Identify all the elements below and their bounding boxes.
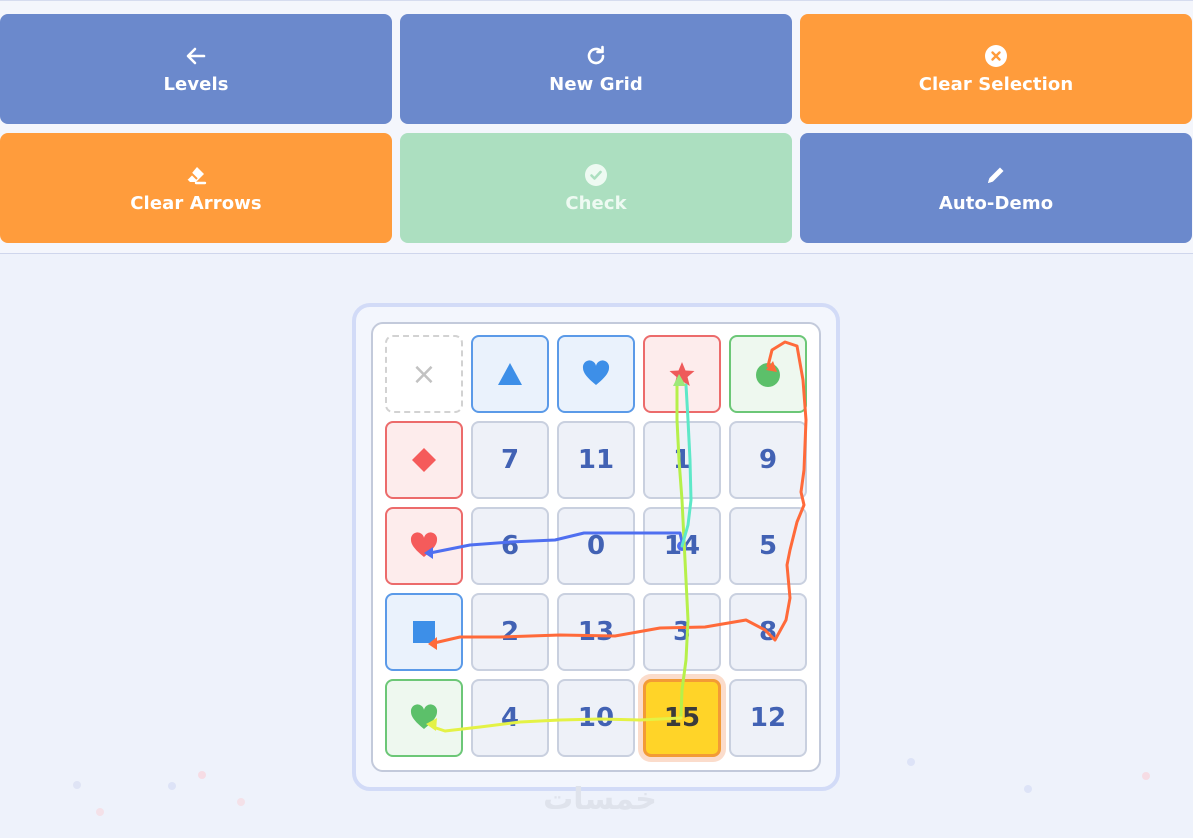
decor-dot: [1142, 772, 1150, 780]
number-cell-selected[interactable]: 15: [643, 679, 721, 757]
cell-number: 3: [672, 617, 692, 647]
number-cell[interactable]: 14: [643, 507, 721, 585]
circle-icon: [754, 360, 782, 388]
cell-number: 14: [663, 531, 701, 561]
check-label: Check: [565, 192, 627, 214]
cell-number: 12: [749, 703, 787, 733]
new-grid-label: New Grid: [549, 73, 643, 95]
symbol-cell-star-red[interactable]: [643, 335, 721, 413]
number-cell[interactable]: 9: [729, 421, 807, 499]
close-icon: ×: [411, 356, 437, 392]
symbol-cell-heart-blue[interactable]: [557, 335, 635, 413]
heart-icon: [582, 360, 610, 388]
clear-selection-label: Clear Selection: [918, 73, 1074, 95]
arrow-left-icon: [186, 47, 206, 64]
triangle-icon: [496, 360, 524, 388]
cell-number: 13: [577, 617, 615, 647]
number-cell[interactable]: 10: [557, 679, 635, 757]
cell-number: 15: [663, 703, 701, 733]
symbol-cell-triangle-blue[interactable]: [471, 335, 549, 413]
cell-number: 4: [500, 703, 520, 733]
symbol-cell-heart-green[interactable]: [385, 679, 463, 757]
decor-dot: [907, 758, 915, 766]
star-icon: [668, 360, 696, 388]
cell-number: 8: [758, 617, 778, 647]
number-cell[interactable]: 3: [643, 593, 721, 671]
cell-number: 6: [500, 531, 520, 561]
decor-dot: [168, 782, 176, 790]
eraser-icon: [186, 166, 207, 184]
cell-number: 2: [500, 617, 520, 647]
check-button[interactable]: Check: [400, 133, 792, 243]
diamond-icon: [410, 446, 438, 474]
heart-icon: [410, 704, 438, 732]
number-cell[interactable]: 0: [557, 507, 635, 585]
levels-label: Levels: [163, 73, 229, 95]
decor-dot: [237, 798, 245, 806]
number-cell[interactable]: 6: [471, 507, 549, 585]
pencil-icon: [988, 167, 1004, 183]
cell-number: 1: [672, 445, 692, 475]
watermark: خمسات: [543, 782, 657, 817]
cell-number: 9: [758, 445, 778, 475]
number-cell[interactable]: 12: [729, 679, 807, 757]
cell-number: 10: [577, 703, 615, 733]
auto-demo-label: Auto-Demo: [938, 192, 1054, 214]
square-icon: [410, 618, 438, 646]
number-cell[interactable]: 7: [471, 421, 549, 499]
auto-demo-button[interactable]: Auto-Demo: [800, 133, 1192, 243]
symbol-cell-square-blue[interactable]: [385, 593, 463, 671]
toolbar: Levels New Grid Clear Selection Clear Ar…: [0, 0, 1193, 254]
number-cell[interactable]: 8: [729, 593, 807, 671]
number-cell[interactable]: 13: [557, 593, 635, 671]
decor-dot: [198, 771, 206, 779]
clear-arrows-label: Clear Arrows: [130, 192, 262, 214]
clear-arrows-button[interactable]: Clear Arrows: [0, 133, 392, 243]
symbol-cell-circle-green[interactable]: [729, 335, 807, 413]
number-cell[interactable]: 4: [471, 679, 549, 757]
number-cell[interactable]: 1: [643, 421, 721, 499]
refresh-icon: [587, 45, 605, 64]
levels-button[interactable]: Levels: [0, 14, 392, 124]
number-cell[interactable]: 11: [557, 421, 635, 499]
decor-dot: [1024, 785, 1032, 793]
empty-cell[interactable]: ×: [385, 335, 463, 413]
decor-dot: [96, 808, 104, 816]
decor-dot: [73, 781, 81, 789]
cell-number: 11: [577, 445, 615, 475]
new-grid-button[interactable]: New Grid: [400, 14, 792, 124]
close-circle-icon: [985, 44, 1007, 67]
clear-selection-button[interactable]: Clear Selection: [800, 14, 1192, 124]
number-cell[interactable]: 5: [729, 507, 807, 585]
symbol-cell-heart-red[interactable]: [385, 507, 463, 585]
cell-number: 7: [500, 445, 520, 475]
check-circle-icon: [585, 163, 607, 186]
symbol-cell-diamond-red[interactable]: [385, 421, 463, 499]
cell-number: 0: [586, 531, 606, 561]
heart-icon: [410, 532, 438, 560]
cell-number: 5: [758, 531, 778, 561]
number-cell[interactable]: 2: [471, 593, 549, 671]
